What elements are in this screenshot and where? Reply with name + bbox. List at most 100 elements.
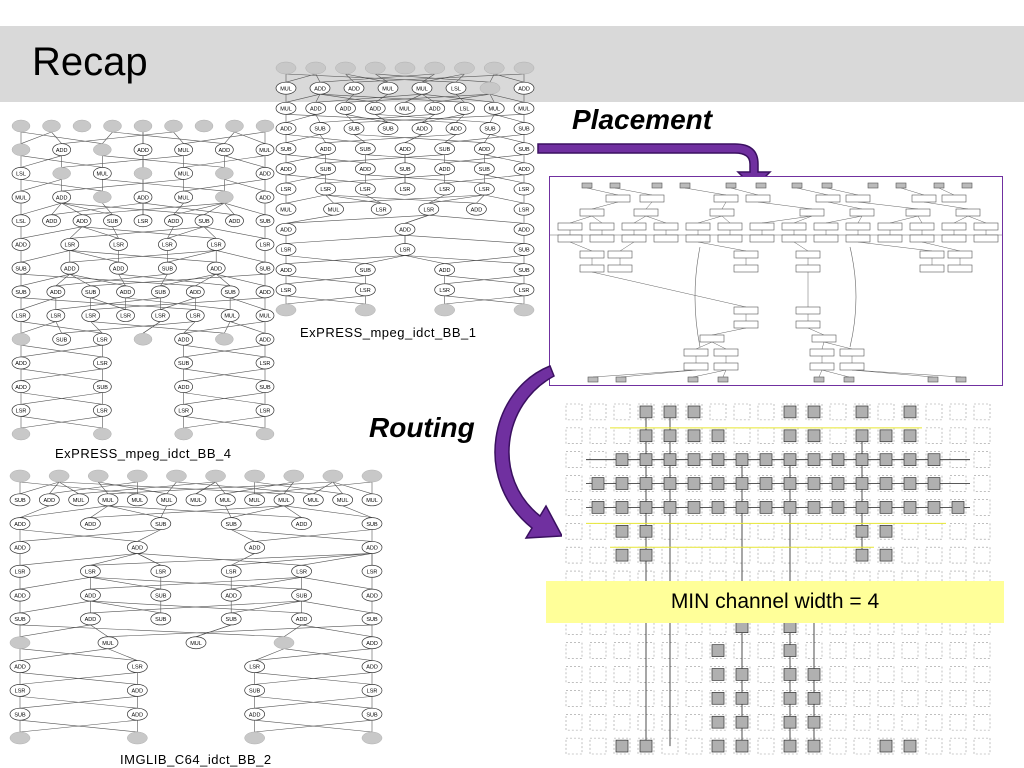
placement-block: [905, 208, 931, 217]
routing-cell: [709, 690, 727, 707]
bb1-edge: [315, 93, 423, 103]
bb1-op-label: SUB: [360, 268, 372, 274]
bb1-op-label: ADD: [399, 147, 411, 153]
bb1-edge: [315, 94, 321, 103]
bb1-edge: [285, 255, 366, 264]
routing-block: [615, 501, 629, 514]
routing-block: [639, 405, 653, 419]
placement-block: [947, 250, 973, 259]
routing-cell: [829, 475, 847, 492]
bb2-edge: [301, 624, 373, 638]
bb2-op-label: SUB: [296, 593, 308, 599]
bb1-io-node: [434, 303, 455, 317]
bb1-edge: [345, 114, 355, 123]
routing-svg: [565, 403, 991, 755]
bb4-op-node: [255, 380, 275, 393]
bb2-op-node: [150, 517, 172, 530]
bb4-edge: [61, 321, 196, 334]
bb2-io-node: [244, 469, 265, 483]
routing-block: [831, 477, 845, 490]
bb2-op-node: [214, 493, 236, 507]
placement-block: [973, 234, 999, 243]
bb4-op-label: MUL: [97, 172, 109, 178]
bb4-edge: [51, 202, 144, 216]
bb2-op-label: MUL: [132, 498, 144, 504]
routing-block: [735, 692, 749, 705]
routing-cell: [613, 642, 631, 659]
bb1-op-node: [434, 182, 456, 196]
routing-block: [663, 429, 677, 443]
routing-cell: [925, 737, 943, 755]
placement-block: [809, 348, 835, 357]
bb2-op-node: [273, 493, 295, 507]
bb2-edge: [107, 624, 373, 638]
bb4-op-node: [92, 332, 112, 346]
bb1-op-node: [513, 243, 535, 256]
bb2-edge: [90, 505, 109, 518]
bb4-op-node: [220, 285, 240, 299]
placement-block: [607, 264, 633, 273]
bb1-op-node: [370, 202, 392, 216]
bb1-op-node: [354, 162, 376, 176]
bb1-edge: [319, 73, 435, 83]
routing-block: [783, 501, 797, 514]
bb4-op-label: MUL: [178, 195, 190, 201]
bb1-edge: [404, 134, 423, 143]
routing-block: [591, 477, 605, 490]
bb4-op-node: [11, 356, 31, 370]
routing-cell: [973, 427, 991, 445]
routing-cell: [949, 475, 967, 492]
bb2-edge: [19, 672, 138, 685]
routing-cell: [733, 403, 751, 421]
routing-cell: [709, 666, 727, 683]
placement-block: [781, 234, 807, 243]
bb1-edge: [325, 174, 445, 184]
bb4-op-node: [81, 285, 101, 299]
placement-wire: [614, 187, 653, 196]
placement-block: [609, 182, 621, 189]
bb1-op-label: LSR: [439, 288, 450, 294]
placement-block: [579, 208, 605, 217]
routing-block: [687, 453, 701, 466]
routing-cell: [733, 427, 751, 445]
bb4-op-node: [52, 143, 72, 157]
bb1-op-node: [473, 162, 495, 176]
placement-block: [919, 264, 945, 273]
bb1-op-label: SUB: [518, 147, 530, 153]
bb2-op-node: [361, 493, 383, 507]
routing-cell: [589, 475, 607, 492]
routing-cell: [853, 403, 871, 421]
bb4-io-node: [72, 119, 92, 133]
routing-grid: [565, 403, 991, 755]
routing-block: [831, 453, 845, 466]
bb4-op-label: LSR: [97, 361, 108, 367]
routing-cell: [925, 642, 943, 659]
routing-cell: [805, 475, 823, 492]
placement-curve: [849, 246, 857, 348]
bb1-edge: [285, 154, 326, 164]
bb1-edge: [484, 134, 491, 143]
routing-block: [831, 501, 845, 514]
bb4-edge: [142, 321, 161, 334]
bb4-op-label: LSR: [120, 314, 131, 320]
routing-block: [903, 477, 917, 490]
routing-block: [615, 453, 629, 466]
placement-wire: [757, 201, 813, 210]
routing-cell: [613, 713, 631, 731]
bb2-edge: [254, 719, 373, 733]
placement-block: [947, 264, 973, 273]
routing-cell: [901, 666, 919, 683]
bb4-op-node: [11, 190, 31, 204]
bb4-op-node: [52, 332, 72, 346]
bb2-op-node: [291, 564, 312, 578]
routing-cell: [901, 499, 919, 516]
bb2-io-node: [9, 731, 31, 745]
routing-block: [735, 715, 749, 729]
bb1-op-label: ADD: [280, 268, 292, 274]
bb2-edge: [254, 481, 343, 495]
bb2-op-label: SUB: [366, 522, 378, 528]
routing-cell: [685, 642, 703, 659]
placement-block: [973, 222, 999, 231]
routing-cell: [565, 642, 583, 659]
